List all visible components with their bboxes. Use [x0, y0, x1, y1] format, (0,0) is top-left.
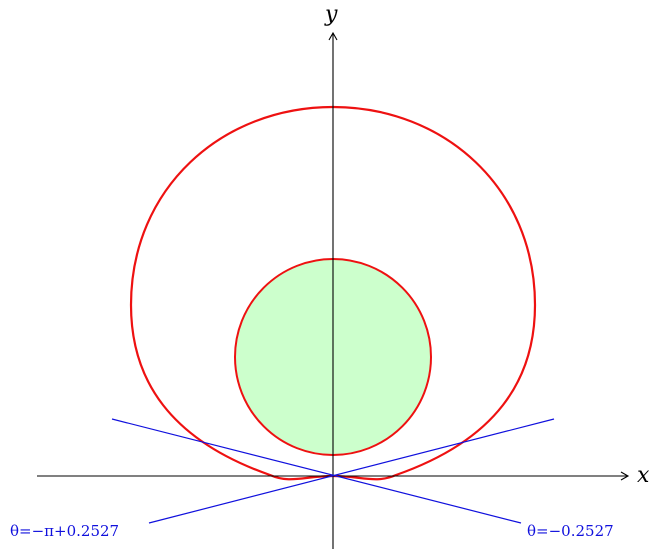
- x-axis-label: x: [637, 463, 650, 488]
- y-axis-label: y: [324, 2, 338, 27]
- tangent-label-left: θ=−π+0.2527: [10, 522, 119, 540]
- tangent-label-right: θ=−0.2527: [527, 522, 614, 540]
- tangent-line-right: [148, 418, 555, 524]
- tangent-line-left: [111, 418, 522, 524]
